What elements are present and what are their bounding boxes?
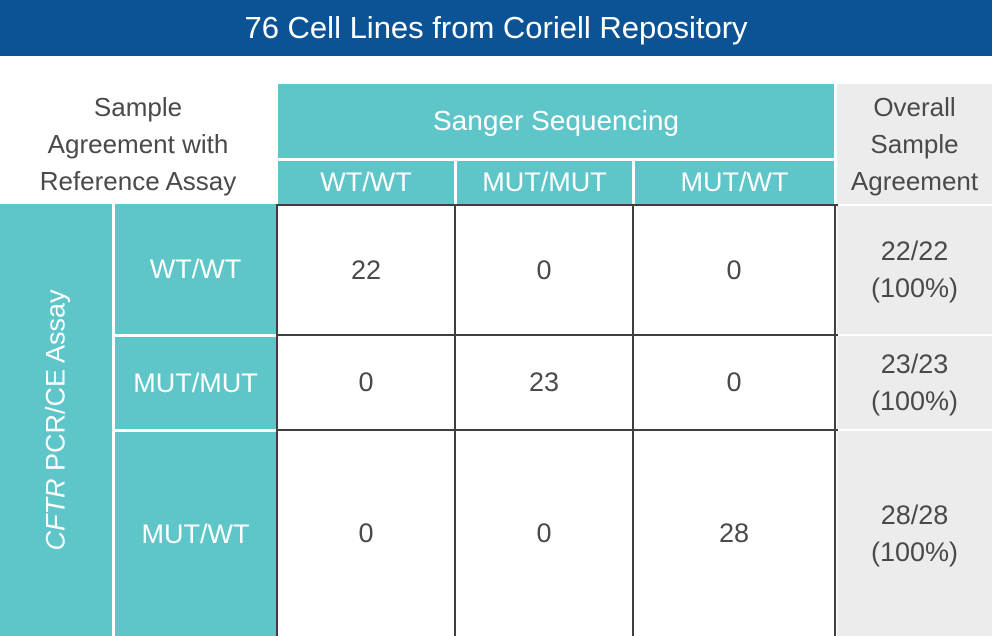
column-header-mut-wt: MUT/WT [635, 161, 834, 204]
row-header-mut-mut: MUT/MUT [115, 337, 276, 429]
table-title: 76 Cell Lines from Coriell Repository [0, 0, 992, 56]
column-header-wt-wt: WT/WT [278, 161, 454, 204]
grid-line [454, 204, 456, 636]
table-cell: 0 [536, 254, 552, 285]
corner-label-line: Agreement with [47, 128, 229, 159]
overall-header-line: Overall [873, 91, 956, 122]
grid-line [834, 204, 836, 636]
row-group-assay: PCR/CE Assay [40, 289, 71, 479]
table-cell: 23 [528, 367, 560, 397]
grid-line [276, 204, 278, 636]
column-group-header: Sanger Sequencing [278, 84, 834, 158]
overall-ratio: 28/28 [880, 499, 949, 530]
table-cell: 22 [350, 254, 382, 285]
overall-percent: (100%) [870, 536, 959, 567]
overall-ratio: 23/23 [880, 348, 949, 379]
overall-header-line: Sample [870, 128, 959, 159]
corner-label-line: Reference Assay [39, 165, 237, 196]
table-cell: 0 [358, 367, 374, 397]
table-cell: 0 [358, 518, 374, 548]
row-header-mut-wt: MUT/WT [115, 432, 276, 636]
table-cell: 0 [536, 518, 552, 548]
overall-header-line: Agreement [850, 165, 979, 196]
overall-percent: (100%) [870, 273, 959, 303]
column-header-mut-mut: MUT/MUT [457, 161, 632, 204]
overall-agreement-cell: 23/23 (100%) [837, 336, 992, 429]
overall-agreement-header: Overall Sample Agreement [837, 84, 992, 204]
grid-line [276, 334, 838, 336]
table-cell: 0 [726, 367, 742, 397]
table-cell: 28 [718, 518, 750, 548]
corner-label: Sample Agreement with Reference Assay [0, 84, 276, 204]
overall-ratio: 22/22 [880, 236, 949, 266]
row-group-header [0, 204, 112, 636]
overall-percent: (100%) [870, 385, 959, 416]
table-cell: 0 [726, 254, 742, 285]
overall-agreement-cell: 28/28 (100%) [837, 431, 992, 636]
row-header-wt-wt: WT/WT [115, 204, 276, 334]
grid-line [276, 204, 838, 206]
grid-line [276, 429, 838, 431]
corner-label-line: Sample [93, 91, 183, 122]
overall-agreement-cell: 22/22 (100%) [837, 206, 992, 334]
grid-line [632, 204, 634, 636]
row-group-label: CFTR PCR/CE Assay [41, 289, 72, 550]
row-group-gene: CFTR [40, 478, 71, 551]
